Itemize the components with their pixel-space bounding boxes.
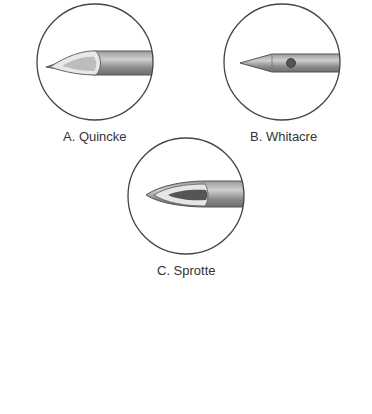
- needle-caption: A. Quincke: [63, 129, 127, 144]
- needle-caption: B. Whitacre: [250, 129, 317, 144]
- magnifier-circle: [224, 4, 340, 120]
- quincke-needle: [46, 51, 160, 75]
- needle-caption: C. Sprotte: [157, 263, 216, 278]
- whitacre-needle: [240, 54, 345, 72]
- sprotte-needle: [146, 181, 250, 207]
- magnifier-circle: [37, 4, 153, 120]
- magnifier-circle: [128, 138, 244, 254]
